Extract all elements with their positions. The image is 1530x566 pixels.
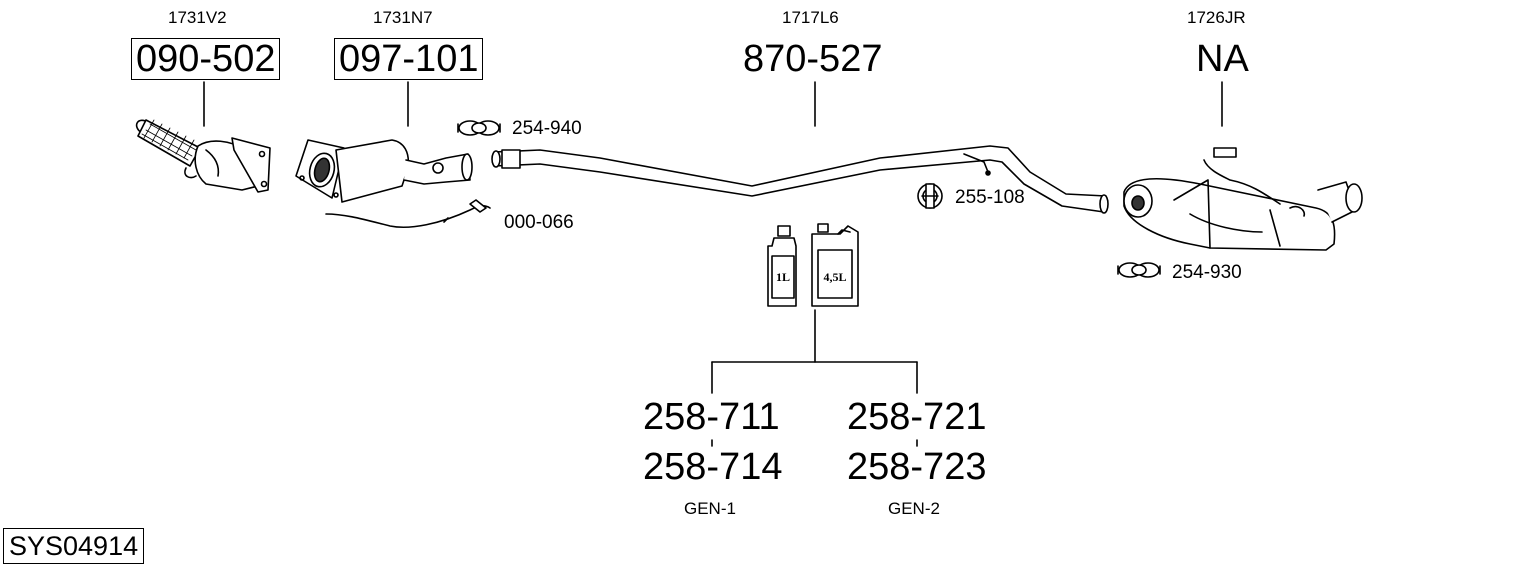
oem-code-3: 1717L6 xyxy=(782,8,839,27)
bottle-1l-label: 1L xyxy=(776,270,790,284)
kit-2-code-top[interactable]: 258-721 xyxy=(847,396,987,438)
clamp-icon-254-940 xyxy=(457,120,501,136)
accessory-clamp-rear[interactable]: 254-930 xyxy=(1172,262,1242,283)
oem-code-4: 1726JR xyxy=(1187,8,1246,27)
kit-2-code-bottom[interactable]: 258-723 xyxy=(847,446,987,488)
oem-code-1: 1731V2 xyxy=(168,8,227,27)
flex-pipe-catalyst xyxy=(135,119,271,193)
canister-4-5l-icon xyxy=(811,223,859,307)
rear-silencer xyxy=(1123,147,1363,251)
system-id: SYS04914 xyxy=(3,528,145,564)
kit-1-code-bottom[interactable]: 258-714 xyxy=(643,446,783,488)
part-number-na[interactable]: NA xyxy=(1196,38,1249,80)
bottle-1l-icon xyxy=(767,225,797,307)
canister-4-5l-label: 4,5L xyxy=(823,270,846,284)
kit-1-code-top[interactable]: 258-711 xyxy=(643,396,780,438)
oem-code-2: 1731N7 xyxy=(373,8,433,27)
intermediate-pipe xyxy=(491,145,1109,214)
particulate-filter xyxy=(295,139,491,229)
part-number-090-502[interactable]: 090-502 xyxy=(131,38,281,80)
kit-1-label: GEN-1 xyxy=(684,499,736,518)
part-number-870-527[interactable]: 870-527 xyxy=(743,38,883,80)
kit-2-label: GEN-2 xyxy=(888,499,940,518)
accessory-sensor[interactable]: 000-066 xyxy=(504,212,574,233)
part-number-097-101[interactable]: 097-101 xyxy=(334,38,484,80)
rubber-hanger-icon xyxy=(917,183,943,209)
clamp-icon-254-930 xyxy=(1117,262,1161,278)
accessory-hanger[interactable]: 255-108 xyxy=(955,187,1025,208)
accessory-clamp-front[interactable]: 254-940 xyxy=(512,118,582,139)
